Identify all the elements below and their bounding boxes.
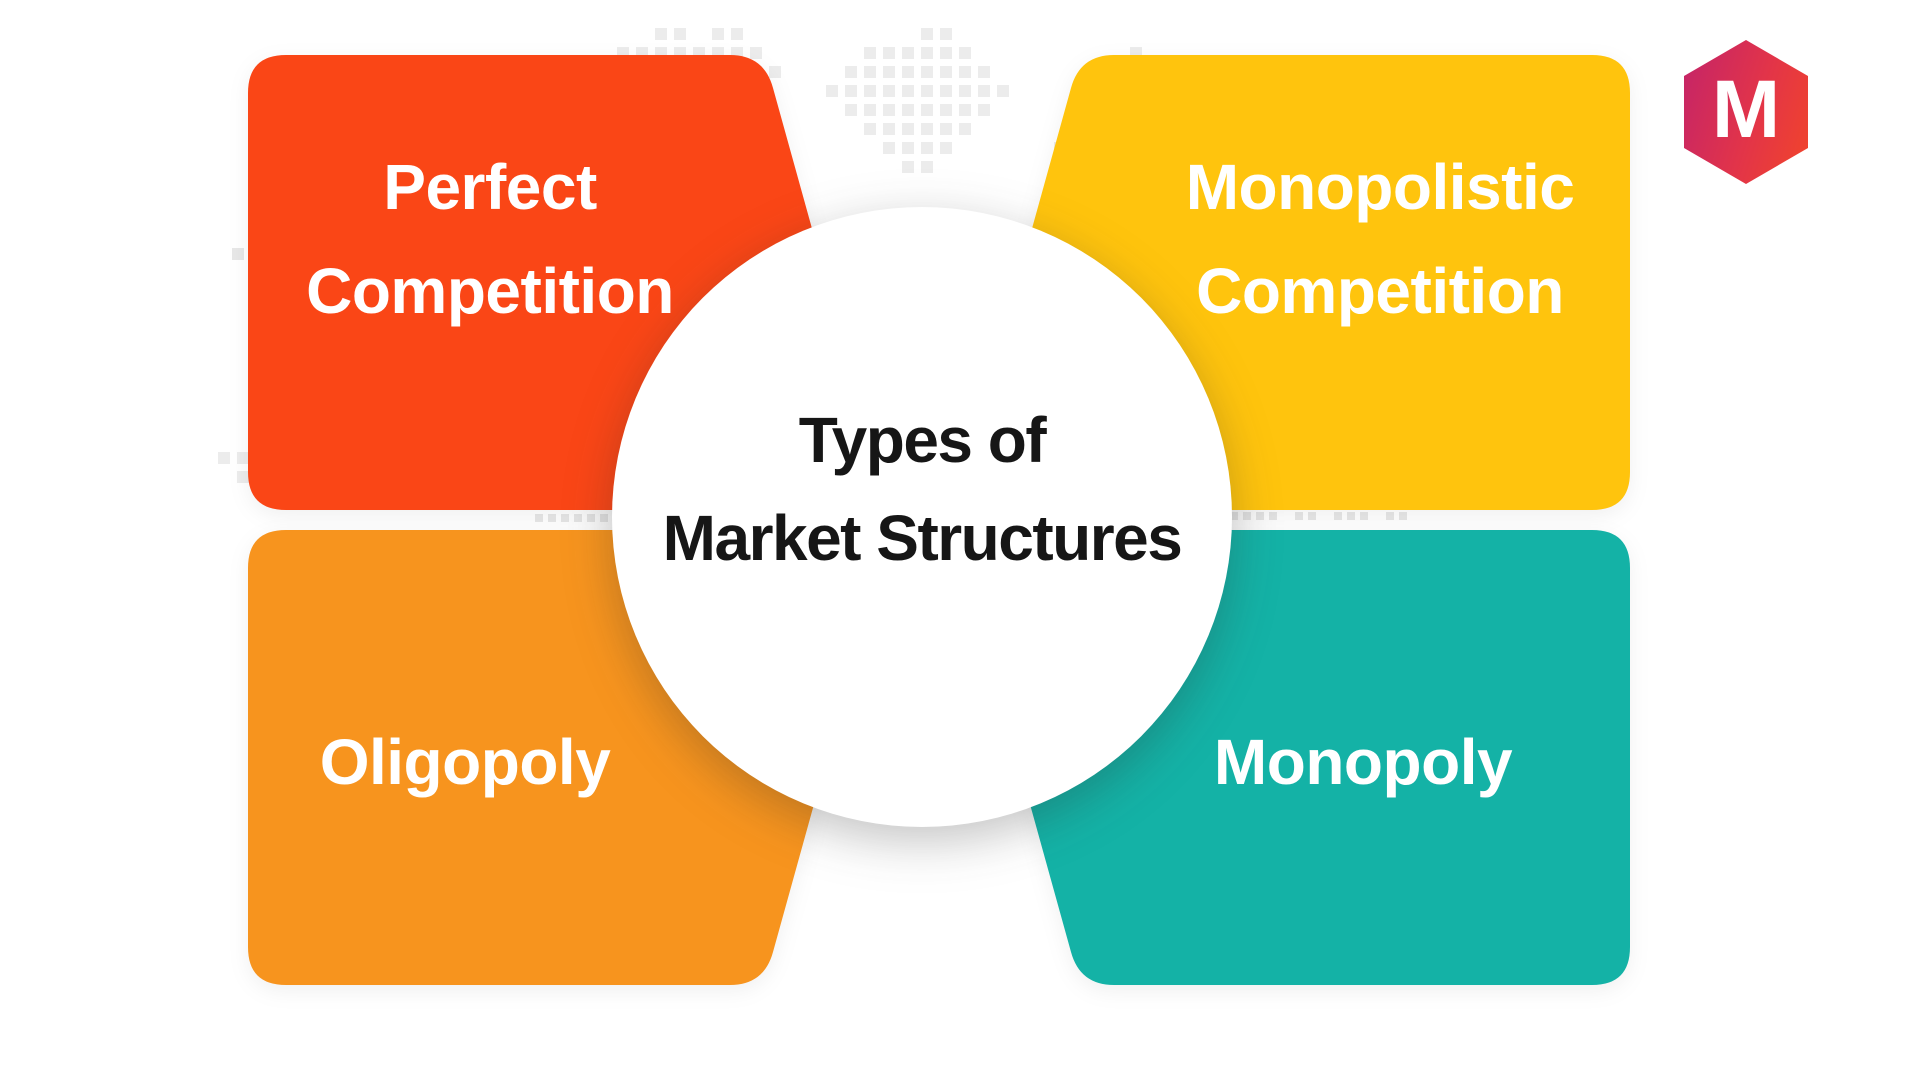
label-line: Monopoly: [1213, 726, 1513, 798]
map-dot: [959, 123, 971, 135]
map-dot: [1386, 512, 1394, 520]
map-dot: [864, 123, 876, 135]
map-dot: [921, 161, 933, 173]
label-line: Competition: [306, 255, 674, 327]
map-dot: [864, 104, 876, 116]
map-dot: [232, 248, 244, 260]
logo-hexagon: M: [1684, 40, 1808, 184]
map-dot: [959, 47, 971, 59]
map-dot: [600, 514, 608, 522]
map-dot: [845, 104, 857, 116]
map-dot: [1269, 512, 1277, 520]
map-dot: [921, 66, 933, 78]
map-dot: [883, 66, 895, 78]
map-dot: [864, 66, 876, 78]
map-dot: [712, 28, 724, 40]
map-dot: [1308, 512, 1316, 520]
map-dot: [1230, 512, 1238, 520]
map-dot: [997, 85, 1009, 97]
map-dot: [940, 47, 952, 59]
label-line: Oligopoly: [319, 726, 611, 798]
map-dot: [883, 85, 895, 97]
map-dot: [218, 452, 230, 464]
map-dot: [864, 85, 876, 97]
map-dot: [959, 66, 971, 78]
map-dot: [674, 28, 686, 40]
map-dot: [978, 66, 990, 78]
map-dot: [574, 514, 582, 522]
map-dot: [902, 85, 914, 97]
map-dot: [883, 47, 895, 59]
diagram-title: Types of Market Structures: [592, 391, 1252, 587]
map-dot: [750, 47, 762, 59]
map-dot: [1243, 512, 1251, 520]
label-line: Competition: [1196, 255, 1564, 327]
map-dot: [921, 104, 933, 116]
map-dot: [940, 104, 952, 116]
title-line-2: Market Structures: [662, 502, 1183, 574]
map-dot: [864, 47, 876, 59]
title-line-1: Types of: [798, 404, 1047, 476]
quadrant-label-monopoly: Monopoly: [1148, 710, 1578, 814]
map-dot: [826, 85, 838, 97]
map-dot: [1295, 512, 1303, 520]
map-dot: [845, 66, 857, 78]
map-dot: [902, 47, 914, 59]
map-dot: [902, 104, 914, 116]
map-dot: [959, 104, 971, 116]
map-dot: [883, 104, 895, 116]
center-circle: [612, 207, 1232, 827]
map-dot: [902, 66, 914, 78]
map-dot: [561, 514, 569, 522]
map-dot: [237, 452, 249, 464]
map-dot: [655, 28, 667, 40]
map-dot: [587, 514, 595, 522]
map-dot: [940, 85, 952, 97]
map-dot: [940, 142, 952, 154]
map-dot: [902, 123, 914, 135]
map-dot: [1334, 512, 1342, 520]
map-dot: [921, 85, 933, 97]
map-dot: [1347, 512, 1355, 520]
map-dot: [921, 123, 933, 135]
map-dot: [921, 47, 933, 59]
logo-letter: M: [1711, 64, 1781, 155]
map-dot: [940, 123, 952, 135]
map-dot: [959, 85, 971, 97]
map-dot: [845, 85, 857, 97]
map-dot: [548, 514, 556, 522]
quadrant-label-perfect-competition: Perfect Competition: [250, 135, 730, 343]
map-dot: [902, 142, 914, 154]
label-line: Monopolistic: [1185, 151, 1575, 223]
map-dot: [940, 66, 952, 78]
map-dot: [978, 104, 990, 116]
map-dot: [921, 28, 933, 40]
map-dot: [1399, 512, 1407, 520]
map-dot: [1360, 512, 1368, 520]
quadrant-label-monopolistic-competition: Monopolistic Competition: [1140, 135, 1620, 343]
map-dot: [769, 66, 781, 78]
map-dot: [978, 85, 990, 97]
map-dot: [883, 142, 895, 154]
brand-logo: M: [1684, 40, 1808, 184]
map-dot: [731, 28, 743, 40]
map-dot: [1256, 512, 1264, 520]
map-dot: [535, 514, 543, 522]
quadrant-label-oligopoly: Oligopoly: [250, 710, 680, 814]
map-dot: [921, 142, 933, 154]
map-dot: [902, 161, 914, 173]
label-line: Perfect: [383, 151, 597, 223]
map-dot: [940, 28, 952, 40]
map-dot: [237, 471, 249, 483]
map-dot: [883, 123, 895, 135]
